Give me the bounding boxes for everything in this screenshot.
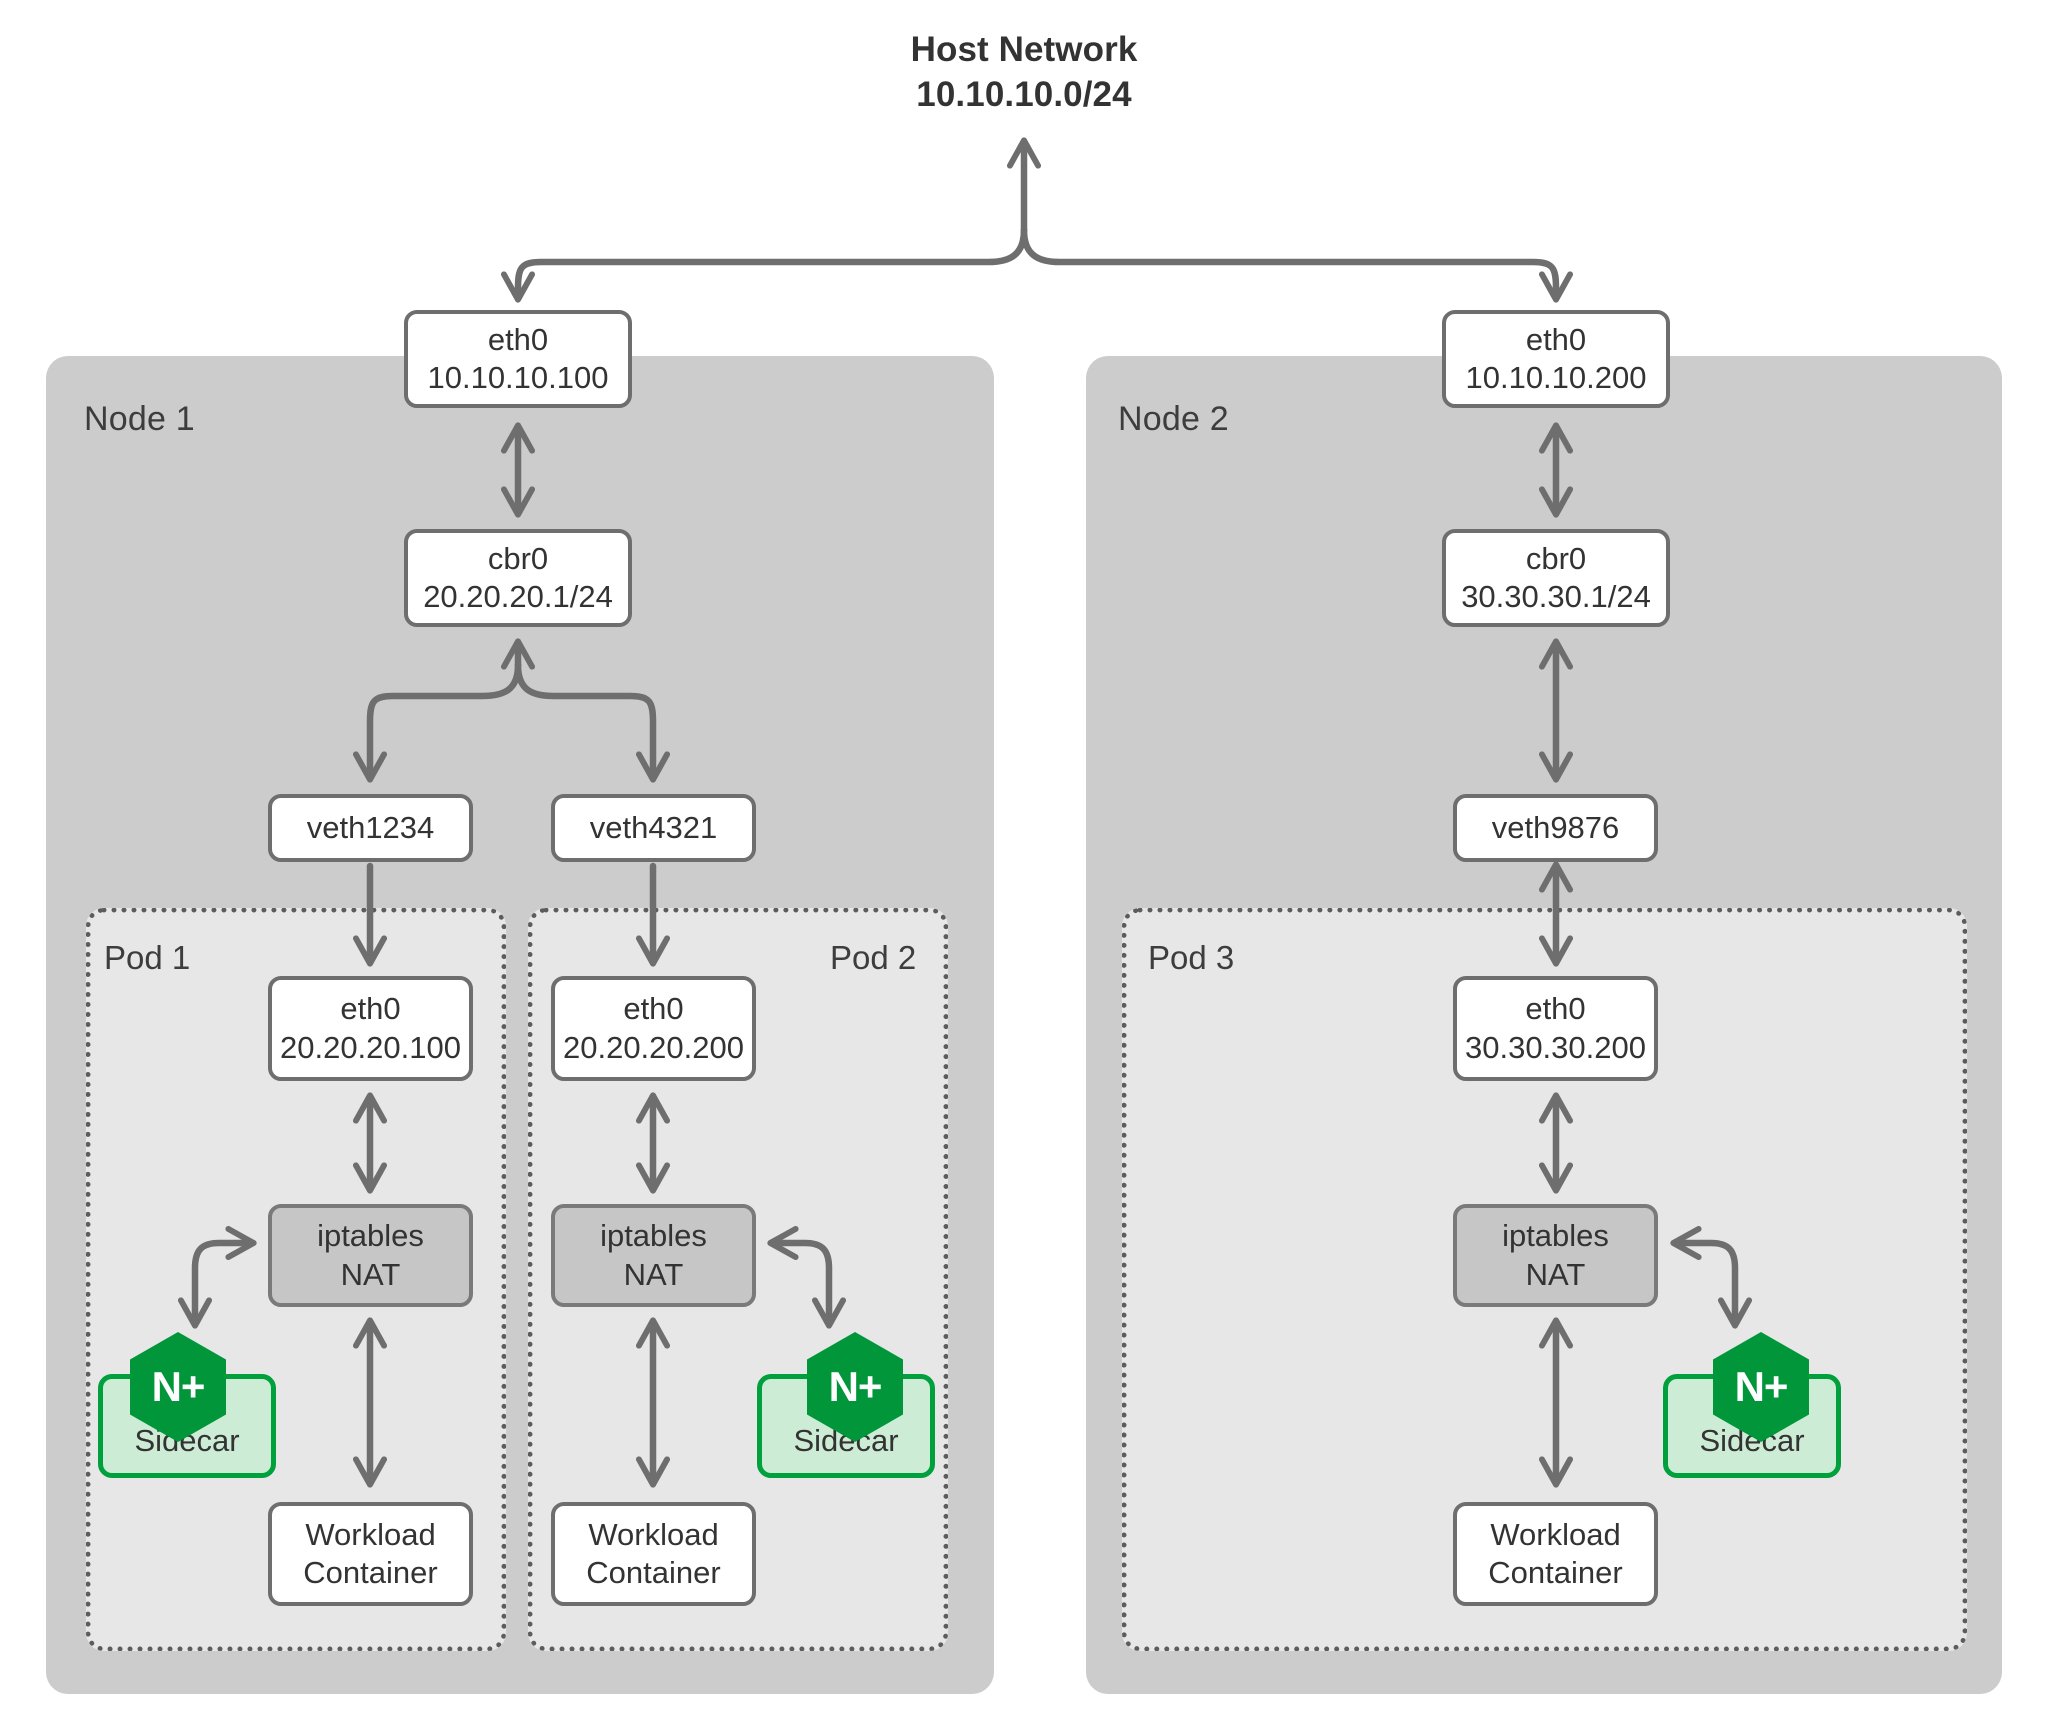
pod-3-eth0-ip: 30.30.30.200 — [1464, 1029, 1646, 1065]
node-1-veth1234-box[interactable]: veth1234 — [268, 794, 473, 862]
node-1-eth0-name: eth0 — [487, 321, 549, 357]
node-2-veth9876-box[interactable]: veth9876 — [1453, 794, 1658, 862]
host-network-title: Host Network 10.10.10.0/24 — [0, 28, 2048, 118]
pod-2-eth0-ip: 20.20.20.200 — [562, 1029, 744, 1065]
nginx-plus-icon: N+ — [807, 1332, 903, 1442]
pod-1-eth0-ip: 20.20.20.100 — [279, 1029, 461, 1065]
node-2-cbr0-box[interactable]: cbr0 30.30.30.1/24 — [1442, 529, 1670, 627]
pod-1-workload-container-box[interactable]: Workload Container — [268, 1502, 473, 1606]
node-1-cbr0-name: cbr0 — [487, 540, 549, 576]
pod-3-workload-line2: Container — [1488, 1555, 1623, 1590]
node-1-veth4321-name: veth4321 — [589, 809, 718, 845]
pod-3-eth0-name: eth0 — [1525, 991, 1586, 1027]
pod-3-sidecar[interactable]: Sidecar N+ — [1663, 1332, 1841, 1480]
wire-host-to-node1 — [518, 226, 1028, 298]
pod-2-nat-line1: iptables — [600, 1218, 707, 1254]
pod-1-eth0-name: eth0 — [340, 991, 401, 1027]
hexagon-shape — [1713, 1332, 1809, 1442]
pod-1-nat-line2: NAT — [340, 1256, 401, 1292]
hexagon-shape — [807, 1332, 903, 1442]
node-2-label: Node 2 — [1118, 400, 1229, 438]
pod-1-workload-line2: Container — [303, 1555, 438, 1590]
pod-3-eth0-box[interactable]: eth0 30.30.30.200 — [1453, 976, 1658, 1081]
host-network-name: Host Network — [910, 30, 1138, 69]
hexagon-shape — [130, 1332, 226, 1442]
pod-2-iptables-nat-box[interactable]: iptables NAT — [551, 1204, 756, 1307]
host-network-cidr: 10.10.10.0/24 — [916, 74, 1132, 114]
pod-2-eth0-box[interactable]: eth0 20.20.20.200 — [551, 976, 756, 1081]
pod-2-nat-line2: NAT — [623, 1256, 684, 1292]
pod-1-sidecar-badge-text: N+ — [151, 1363, 206, 1410]
pod-1-sidecar[interactable]: Sidecar N+ — [98, 1332, 276, 1480]
pod-3-workload-container-box[interactable]: Workload Container — [1453, 1502, 1658, 1606]
node-1-label: Node 1 — [84, 400, 195, 438]
pod-1-nat-line1: iptables — [317, 1218, 424, 1254]
node-2-eth0-name: eth0 — [1525, 321, 1587, 357]
wire-host-to-node2 — [1020, 226, 1556, 298]
pod-2-workload-container-box[interactable]: Workload Container — [551, 1502, 756, 1606]
pod-2-workload-line2: Container — [586, 1555, 721, 1590]
node-1-veth1234-name: veth1234 — [306, 809, 435, 845]
node-2-cbr0-name: cbr0 — [1525, 540, 1587, 576]
pod-2-sidecar-badge-text: N+ — [828, 1363, 883, 1410]
pod-1-iptables-nat-box[interactable]: iptables NAT — [268, 1204, 473, 1307]
pod-2-label: Pod 2 — [830, 939, 917, 976]
pod-1-workload-line1: Workload — [305, 1516, 436, 1552]
node-1-eth0-ip: 10.10.10.100 — [427, 360, 609, 395]
node-1-cbr0-box[interactable]: cbr0 20.20.20.1/24 — [404, 529, 632, 627]
node-1-cbr0-ip: 20.20.20.1/24 — [423, 579, 613, 614]
pod-3-nat-line1: iptables — [1502, 1218, 1609, 1254]
nginx-plus-icon: N+ — [130, 1332, 226, 1442]
pod-2-sidecar[interactable]: Sidecar N+ — [757, 1332, 935, 1480]
node-2-eth0-ip: 10.10.10.200 — [1465, 360, 1647, 395]
pod-3-sidecar-badge-text: N+ — [1734, 1363, 1789, 1410]
pod-1-label: Pod 1 — [104, 939, 191, 976]
pod-2-eth0-name: eth0 — [623, 991, 684, 1027]
node-2-veth9876-name: veth9876 — [1491, 809, 1620, 845]
pod-3-label: Pod 3 — [1148, 939, 1235, 976]
node-1-eth0-box[interactable]: eth0 10.10.10.100 — [404, 310, 632, 408]
pod-3-workload-line1: Workload — [1490, 1516, 1621, 1552]
nginx-plus-icon: N+ — [1713, 1332, 1809, 1442]
pod-1-eth0-box[interactable]: eth0 20.20.20.100 — [268, 976, 473, 1081]
node-2-eth0-box[interactable]: eth0 10.10.10.200 — [1442, 310, 1670, 408]
pod-3-nat-line2: NAT — [1525, 1256, 1586, 1292]
node-2-cbr0-ip: 30.30.30.1/24 — [1461, 579, 1651, 614]
node-1-veth4321-box[interactable]: veth4321 — [551, 794, 756, 862]
pod-2-workload-line1: Workload — [588, 1516, 719, 1552]
pod-3-iptables-nat-box[interactable]: iptables NAT — [1453, 1204, 1658, 1307]
